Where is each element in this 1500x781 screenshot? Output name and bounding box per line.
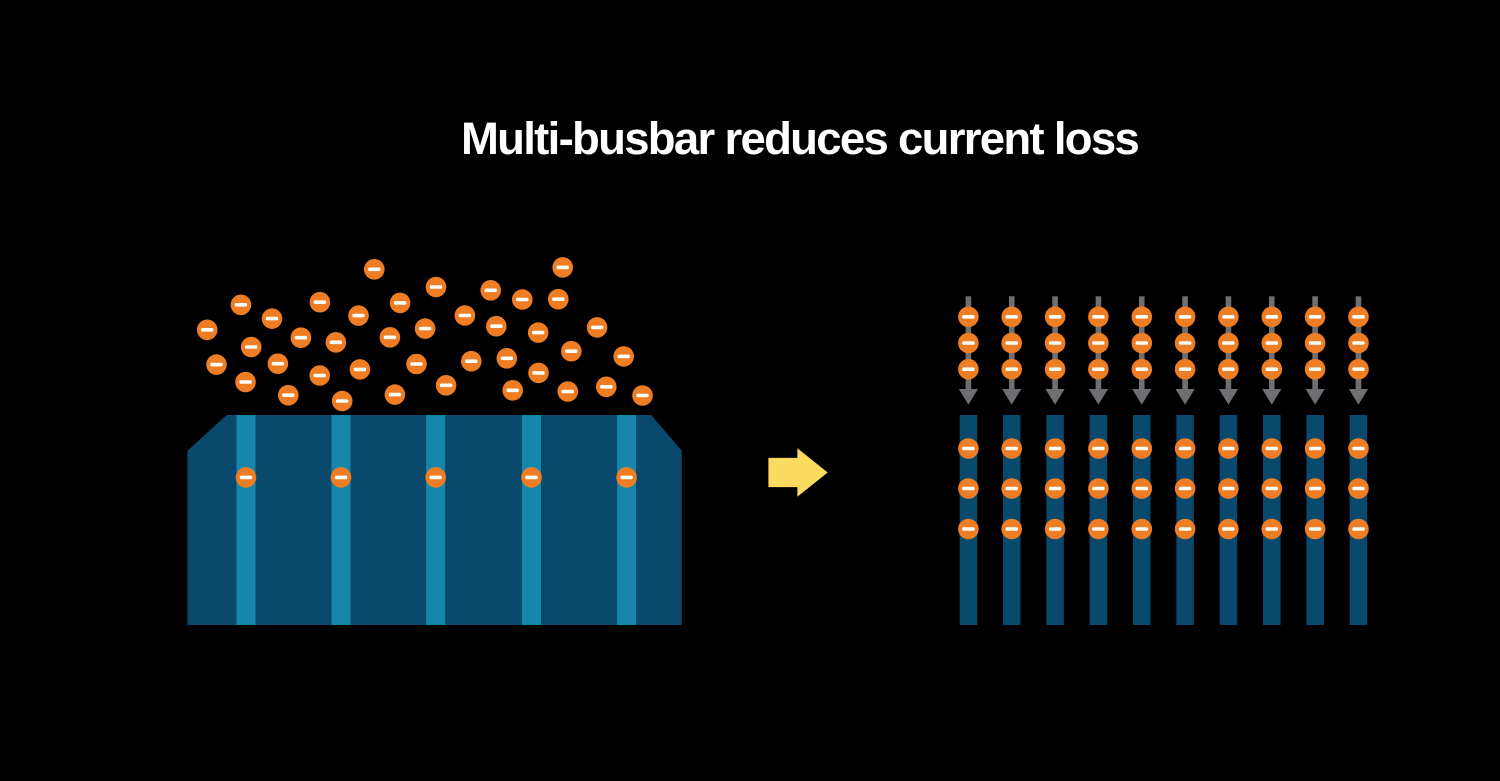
svg-text:Multi-busbar reduces current l: Multi-busbar reduces current loss	[461, 113, 1139, 164]
